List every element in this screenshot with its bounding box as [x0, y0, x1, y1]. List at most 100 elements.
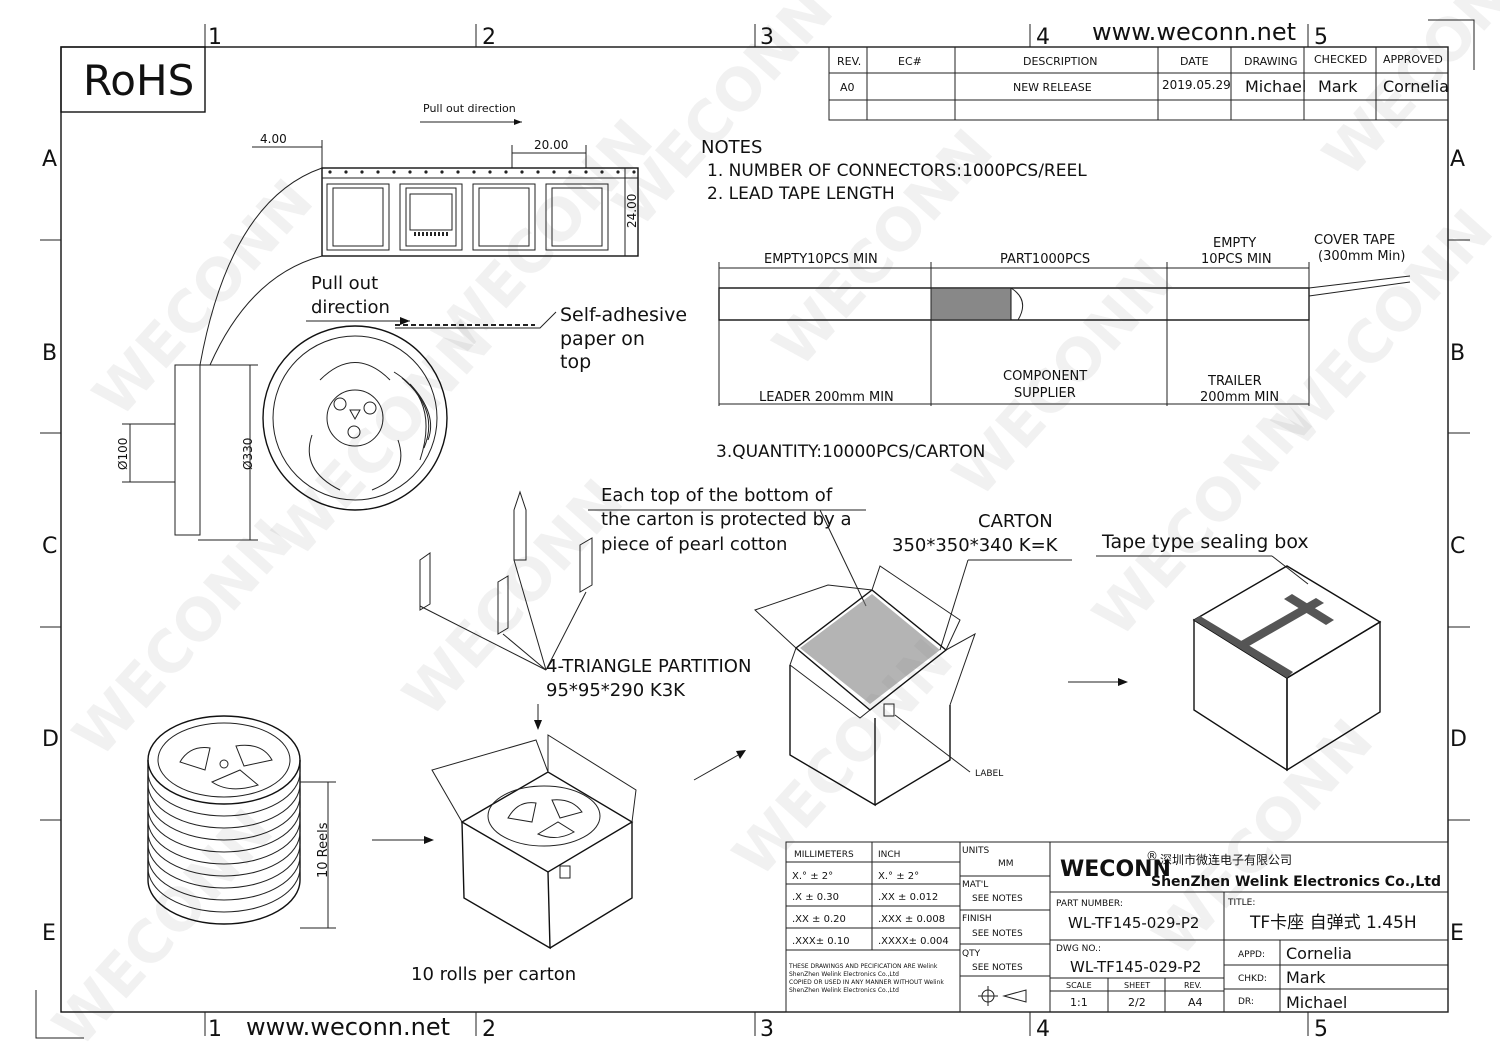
- trailer-label-2: 200mm MIN: [1200, 390, 1279, 405]
- part-number-label: PART NUMBER:: [1056, 899, 1123, 909]
- partition-label-1: 4-TRIANGLE PARTITION: [546, 656, 751, 677]
- finish-label: FINISH: [962, 914, 992, 924]
- matl-value: SEE NOTES: [972, 894, 1023, 904]
- row-letter-e-right: E: [1450, 921, 1464, 946]
- qty-value: SEE NOTES: [972, 963, 1023, 973]
- open-carton-with-cotton: Each top of the bottom of the carton is …: [588, 485, 1072, 807]
- dwg-no: WL-TF145-029-P2: [1070, 958, 1201, 976]
- empty-right-label: EMPTY: [1213, 236, 1256, 251]
- row-letter-e: E: [42, 921, 56, 946]
- watermark: WECONN: [80, 166, 326, 429]
- chkd-value: Mark: [1286, 968, 1326, 987]
- approved-value: Cornelia: [1383, 77, 1449, 96]
- note-2: 2. LEAD TAPE LENGTH: [707, 184, 895, 204]
- description-value: NEW RELEASE: [1013, 81, 1092, 94]
- rev-value-title: A4: [1188, 996, 1203, 1009]
- scale-label: SCALE: [1066, 981, 1092, 990]
- tol-mm-0: X.° ± 2°: [792, 871, 833, 882]
- units-value: MM: [998, 859, 1014, 869]
- disclaimer-line-3: COPIED OR USED IN ANY MANNER WITHOUT Wel…: [789, 979, 944, 986]
- sprocket-holes: [328, 170, 636, 174]
- row-letter-c: C: [42, 534, 57, 559]
- notes-title: NOTES: [701, 137, 762, 158]
- appd-label: APPD:: [1238, 950, 1265, 960]
- pitch-dimension: 4.00: [260, 132, 287, 146]
- sheet-label: SHEET: [1124, 981, 1150, 990]
- sheet-value: 2/2: [1128, 996, 1146, 1009]
- drawing-title: TF卡座 自弹式 1.45H: [1249, 913, 1417, 933]
- note-1: 1. NUMBER OF CONNECTORS:1000PCS/REEL: [707, 161, 1087, 181]
- self-adhesive-label-3: top: [560, 351, 591, 373]
- empty-min-label: EMPTY10PCS MIN: [764, 252, 878, 267]
- pull-out-label-2: direction: [311, 297, 390, 318]
- dr-label: DR:: [1238, 997, 1254, 1007]
- self-adhesive-label-1: Self-adhesive: [560, 304, 687, 326]
- diameter-330-label: Ø330: [241, 438, 255, 470]
- trailer-label: TRAILER: [1207, 374, 1262, 389]
- title-block: WECONN ® 深圳市微连电子有限公司 ShenZhen Welink Ele…: [1049, 841, 1449, 1013]
- col-number-4: 4: [1036, 25, 1050, 50]
- website-top: www.weconn.net: [1092, 18, 1296, 46]
- component-label: COMPONENT: [1003, 369, 1087, 384]
- reel-stack: 10 Reels: [147, 715, 434, 929]
- row-letter-d: D: [42, 727, 59, 752]
- col-number-1: 1: [208, 25, 222, 50]
- tol-mm-3: .XXX± 0.10: [792, 936, 850, 947]
- drawing-header: DRAWING: [1244, 55, 1297, 68]
- row-letter-d-right: D: [1450, 727, 1467, 752]
- supplier-label: SUPPLIER: [1014, 386, 1076, 401]
- finish-value: SEE NOTES: [972, 929, 1023, 939]
- drawing-frame: [35, 19, 1475, 1039]
- rev-label: REV.: [1184, 981, 1202, 990]
- pull-out-direction-small: Pull out direction: [423, 102, 516, 115]
- leader-label: LEADER 200mm MIN: [759, 390, 894, 405]
- partition-label-2: 95*95*290 K3K: [546, 680, 686, 701]
- units-label: UNITS: [962, 846, 989, 856]
- tape-width-dimension: 24.00: [625, 194, 639, 228]
- row-letter-b: B: [42, 341, 57, 366]
- spec-column: UNITS MM MAT'L SEE NOTES FINISH SEE NOTE…: [959, 841, 1051, 1013]
- tol-in-1: .XX ± 0.012: [878, 892, 938, 903]
- part-label: PART1000PCS: [1000, 252, 1090, 267]
- registered-mark: ®: [1146, 849, 1158, 863]
- row-letter-a: A: [42, 147, 57, 172]
- col-number-2: 2: [482, 25, 496, 50]
- company-en: ShenZhen Welink Electronics Co.,Ltd: [1151, 874, 1441, 890]
- lead-tape-diagram: EMPTY10PCS MIN PART1000PCS EMPTY 10PCS M…: [718, 233, 1411, 406]
- label-tag: LABEL: [975, 769, 1003, 779]
- chkd-label: CHKD:: [1238, 974, 1267, 984]
- self-adhesive-label-2: paper on: [560, 328, 645, 350]
- col-number-5: 5: [1314, 25, 1328, 50]
- company-cn: 深圳市微连电子有限公司: [1160, 852, 1292, 867]
- reel-tape-drawing: Pull out direction 4.00 20.00: [116, 102, 687, 541]
- rolls-per-carton-label: 10 rolls per carton: [411, 964, 576, 985]
- diameter-100-label: Ø100: [116, 438, 130, 470]
- tol-in-2: .XXX ± 0.008: [878, 914, 945, 925]
- pull-out-label-1: Pull out: [311, 273, 378, 294]
- checked-header: CHECKED: [1314, 53, 1367, 66]
- date-header: DATE: [1180, 55, 1209, 68]
- sealed-box: Tape type sealing box: [1068, 531, 1382, 772]
- rev-value: A0: [840, 81, 855, 94]
- checked-value: Mark: [1318, 77, 1358, 96]
- drawing-value: Michael: [1245, 77, 1306, 96]
- row-letter-c-right: C: [1450, 534, 1465, 559]
- description-header: DESCRIPTION: [1023, 55, 1097, 68]
- watermark: WECONN: [60, 506, 306, 769]
- row-letter-a-right: A: [1450, 147, 1465, 172]
- date-value: 2019.05.29: [1162, 78, 1231, 92]
- dr-value: Michael: [1286, 993, 1347, 1012]
- scale-value: 1:1: [1070, 996, 1088, 1009]
- carton-label-2: 350*350*340 K=K: [892, 535, 1059, 556]
- row-letter-b-right: B: [1450, 341, 1465, 366]
- notes-section: NOTES 1. NUMBER OF CONNECTORS:1000PCS/RE…: [701, 137, 1087, 462]
- cover-tape-label-2: (300mm Min): [1318, 249, 1405, 264]
- tol-in-3: .XXXX± 0.004: [878, 936, 949, 947]
- col-number-5-bottom: 5: [1314, 1017, 1328, 1042]
- tol-mm-2: .XX ± 0.20: [792, 914, 846, 925]
- rohs-label: RoHS: [83, 56, 194, 105]
- carton-label-1: CARTON: [978, 511, 1053, 532]
- open-carton-with-reels: 10 rolls per carton: [411, 734, 746, 985]
- cotton-label-3: piece of pearl cotton: [601, 534, 787, 555]
